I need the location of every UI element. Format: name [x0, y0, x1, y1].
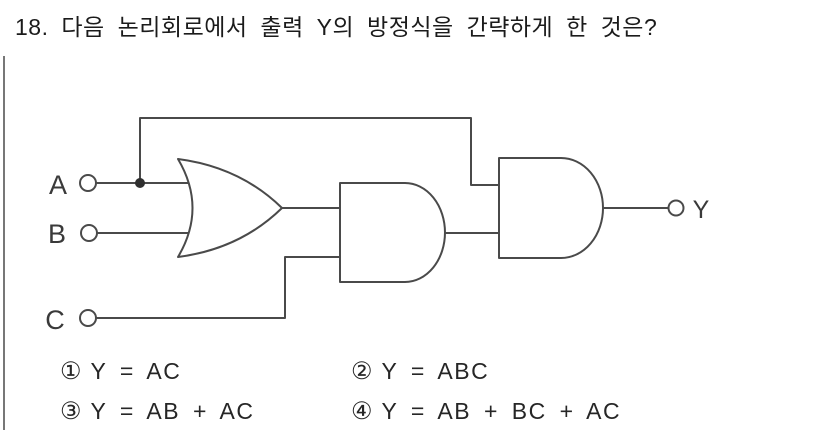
question-number: 18. [15, 14, 49, 40]
terminal-c [79, 309, 97, 327]
input-label-a: A [49, 170, 67, 200]
answer-option-1: ① Y = AC [60, 357, 181, 386]
option-4-formula: Y = AB + BC + AC [381, 398, 622, 424]
question-text: 다음 논리회로에서 출력 Y의 방정식을 간략하게 한 것은? [61, 14, 658, 40]
option-1-number: ① [60, 358, 82, 385]
or-gate [177, 158, 283, 258]
wire-a-feedback [139, 117, 499, 186]
terminal-y [667, 199, 685, 217]
question-title: 18. 다음 논리회로에서 출력 Y의 방정식을 간략하게 한 것은? [15, 8, 657, 42]
option-4-number: ④ [351, 398, 373, 425]
answer-option-4: ④ Y = AB + BC + AC [351, 397, 621, 426]
terminal-b [80, 224, 98, 242]
input-label-b: B [48, 219, 66, 249]
output-label-y: Y [693, 196, 710, 224]
junction-dot [135, 178, 145, 188]
input-label-c: C [45, 305, 65, 335]
option-3-number: ③ [60, 398, 82, 425]
terminal-a [79, 174, 97, 192]
and-gate-1 [339, 182, 446, 283]
circuit-lines [79, 117, 685, 327]
option-2-formula: Y = ABC [381, 358, 490, 384]
and-gate-2 [498, 157, 604, 259]
answer-option-3: ③ Y = AB + AC [60, 397, 254, 426]
option-2-number: ② [351, 358, 373, 385]
answer-option-2: ② Y = ABC [351, 357, 489, 386]
option-3-formula: Y = AB + AC [90, 398, 255, 424]
wire-input-c [96, 256, 340, 319]
option-1-formula: Y = AC [90, 358, 182, 384]
